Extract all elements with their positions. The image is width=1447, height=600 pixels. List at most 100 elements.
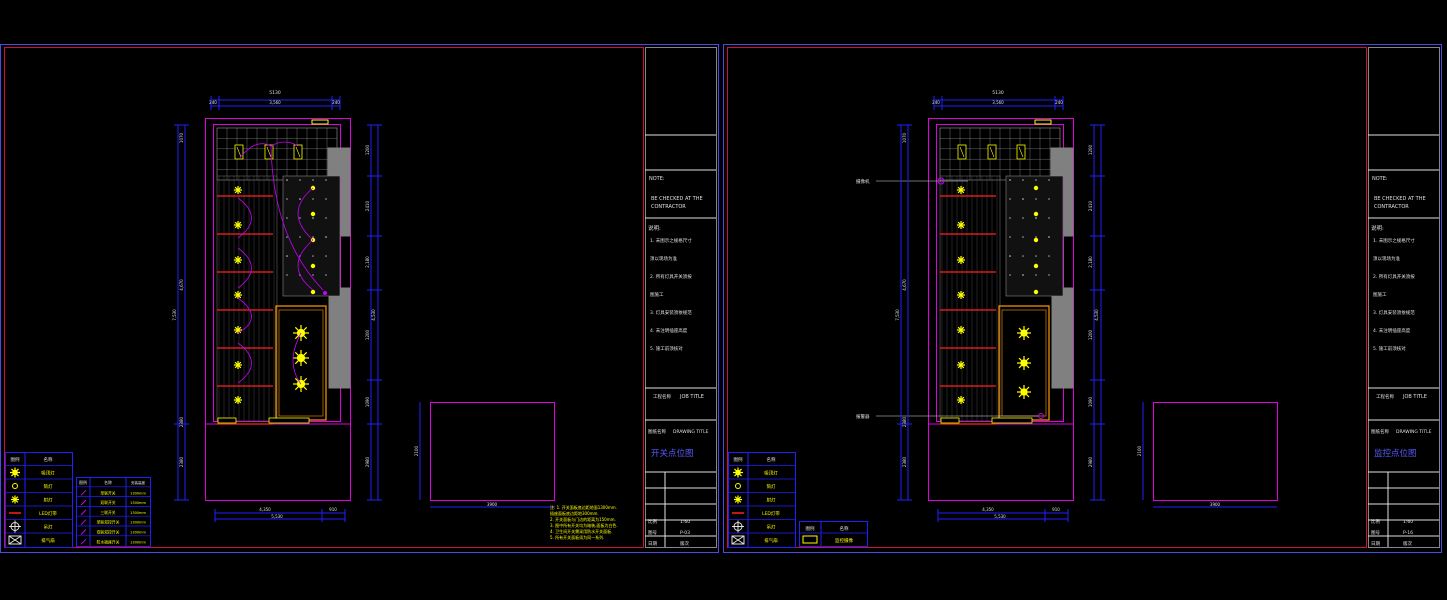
dim-text: 7,530 (172, 309, 177, 321)
scale-label: 比例 (648, 518, 657, 525)
dim-text: 5130 (992, 90, 1004, 96)
booth-texture (299, 236, 301, 238)
dim-text: 5,530 (994, 514, 1006, 519)
sun-ray (303, 377, 308, 382)
switch-wiring (237, 141, 327, 385)
booth-texture (325, 236, 327, 238)
dim-text: 7,530 (895, 309, 900, 321)
dim-text: 2,180 (365, 256, 370, 268)
sheet-drawing-frame (4, 47, 644, 548)
sheet-outer-border (723, 44, 1442, 553)
switch-note-line: 插座面板底边距地300mm. (550, 510, 599, 516)
booth-texture (325, 179, 327, 181)
sun-ray (294, 351, 299, 356)
spot-ray (734, 496, 742, 503)
notes-line1: BE CHECKED AT THE (1374, 196, 1426, 202)
sun-ray (294, 326, 299, 331)
dim-text: 2980 (365, 456, 370, 467)
alarm-icon (1038, 413, 1044, 419)
booth-texture (286, 274, 288, 276)
spotlight-icon (957, 396, 965, 404)
booth-texture (312, 198, 314, 200)
rev-label: 版次 (680, 540, 689, 547)
dim-text: 240 (332, 100, 340, 105)
dim-text: 910 (1052, 507, 1060, 512)
booth-texture (286, 198, 288, 200)
booth-texture (312, 179, 314, 181)
spot-ray (957, 326, 965, 334)
legend-height: 1300mm (130, 531, 146, 535)
booth-texture (312, 217, 314, 219)
legend-name: 排气扇 (764, 537, 778, 544)
explain-item: 须以现场为准 (650, 255, 677, 262)
wall-column (328, 287, 351, 389)
dim-text: 910 (329, 507, 337, 512)
dim-text: 4,530 (371, 309, 376, 321)
drawing-label: 图纸名称 (1371, 428, 1389, 435)
dim-text: 2980 (1088, 456, 1093, 467)
booth-texture (1009, 255, 1011, 257)
spotlight-icon (957, 221, 965, 229)
explain-item: 2. 所有灯具开关须按 (1373, 273, 1415, 280)
spotlight-icon (734, 495, 742, 504)
booth-texture (325, 217, 327, 219)
dim-text: 2380 (179, 416, 184, 427)
booth-zone (282, 175, 341, 297)
explain-item: 4. 未注明插座高度 (650, 327, 688, 334)
spot-ray (234, 326, 242, 334)
sun-ray (1018, 335, 1022, 339)
drawing-label: 图纸名称 (648, 428, 666, 435)
sheet-drawing-frame (727, 47, 1367, 548)
dim-text: 4,350 (982, 507, 994, 512)
notes-line2: CONTRACTOR (651, 204, 686, 210)
explain-item: 1. 未图示之规格尺寸 (1373, 237, 1415, 244)
downlight-icon (310, 211, 316, 217)
legend-name: 排气扇 (41, 537, 55, 544)
scale-value: 1:60 (680, 519, 690, 525)
sun-ray (303, 351, 308, 356)
vent-mark (1018, 146, 1024, 158)
spotlight-icon (957, 186, 965, 194)
legend-header: 名称 (104, 479, 112, 485)
dim-text: 2380 (179, 456, 184, 467)
scale-value: 1:60 (1403, 519, 1413, 525)
wiring-arc (297, 239, 314, 291)
switch-note-line: 2. 开关面板与门边的距离为150mm. (550, 516, 616, 522)
sun-ray (1018, 365, 1022, 369)
wall-column (1063, 177, 1074, 237)
booth-texture (1022, 255, 1024, 257)
number-value: P-16 (1403, 530, 1413, 536)
dim-text: 2410 (1088, 200, 1093, 211)
window-top (311, 119, 329, 125)
symbol-legend: 图例名称吸顶灯筒灯射灯LED灯带吊灯排气扇 (5, 452, 73, 548)
dim-text: 2380 (902, 456, 907, 467)
downlight-icon (735, 483, 741, 489)
drawing-title: 开关点位图 (651, 448, 694, 459)
sun-ray (11, 473, 14, 477)
door-sill (940, 417, 960, 424)
camera-icon (937, 177, 945, 185)
floor-plan (205, 118, 351, 501)
booth-texture (325, 198, 327, 200)
legend-header: 名称 (44, 456, 53, 463)
legend-name: 吊灯 (767, 524, 776, 531)
booth-texture (1009, 198, 1011, 200)
explain-item: 2. 所有灯具开关须按 (650, 273, 692, 280)
spot-ray (234, 221, 242, 229)
dim-text: 2100 (414, 445, 419, 456)
booth-texture (1009, 274, 1011, 276)
sun-lamp-icon (10, 467, 20, 478)
side-room-box (430, 402, 555, 501)
sun-lamp-icon (293, 350, 309, 366)
symbol-legend: 图例名称吸顶灯筒灯射灯LED灯带吊灯排气扇 (728, 452, 796, 548)
legend-name: 单联双控开关 (97, 520, 120, 525)
legend-name: 筒灯 (767, 483, 776, 490)
explain-item: 须以现场为准 (1373, 255, 1400, 262)
wiring-arc (270, 141, 299, 147)
sun-ray (16, 468, 19, 472)
spot-ray (957, 186, 965, 194)
